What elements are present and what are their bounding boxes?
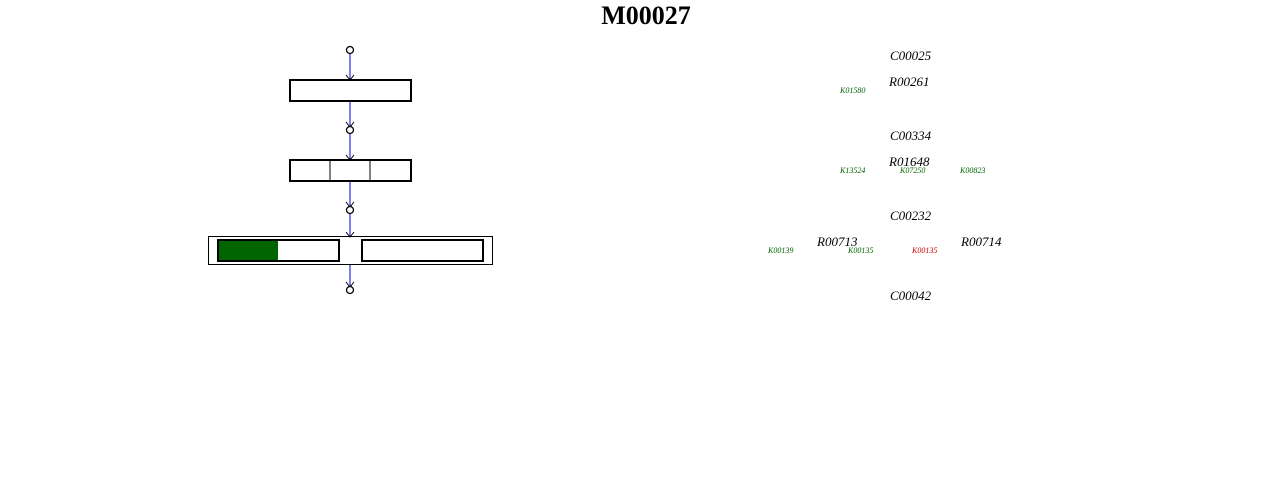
compound-node-2[interactable]	[345, 125, 355, 135]
compound-node-1[interactable]	[345, 45, 355, 55]
ortholog-label-step3-3[interactable]: K00135	[911, 246, 937, 255]
step-1-box[interactable]	[289, 79, 412, 102]
reaction-label-2[interactable]: R01648	[888, 154, 930, 169]
step-3-second-box[interactable]	[361, 239, 484, 262]
compound-labels: C00025 C00334 C00232 C00042	[890, 48, 932, 303]
reaction-label-4[interactable]: R00714	[960, 234, 1002, 249]
step-2-box[interactable]	[289, 159, 412, 182]
reaction-label-1[interactable]: R00261	[888, 74, 929, 89]
compound-nodes	[345, 45, 355, 295]
ortholog-label-step2-1[interactable]: K13524	[839, 166, 865, 175]
step-2-outline	[289, 159, 412, 182]
step-3-first-box-fill	[218, 241, 278, 261]
reaction-labels: R00261 R01648 R00713 R00714	[816, 74, 1002, 249]
step-3-outer-frame	[208, 236, 493, 265]
ortholog-labels: K01580 K13524 K07250 K00823 K00139 K0013…	[767, 86, 985, 255]
ortholog-label-step3-2[interactable]: K00135	[847, 246, 873, 255]
compound-label-4[interactable]: C00042	[890, 288, 932, 303]
module-title: M00027	[601, 1, 691, 30]
step-3-group[interactable]	[208, 236, 493, 265]
ortholog-label-step3-1[interactable]: K00139	[767, 246, 793, 255]
compound-label-2[interactable]: C00334	[890, 128, 932, 143]
step-3-first-box[interactable]	[217, 239, 340, 262]
reaction-label-3[interactable]: R00713	[816, 234, 858, 249]
compound-label-3[interactable]: C00232	[890, 208, 932, 223]
compound-node-3[interactable]	[345, 205, 355, 215]
ortholog-label-step2-3[interactable]: K00823	[959, 166, 985, 175]
ortholog-label-step2-2[interactable]: K07250	[899, 166, 925, 175]
compound-node-4[interactable]	[345, 285, 355, 295]
compound-label-1[interactable]: C00025	[890, 48, 932, 63]
ortholog-label-step1-1[interactable]: K01580	[839, 86, 865, 95]
